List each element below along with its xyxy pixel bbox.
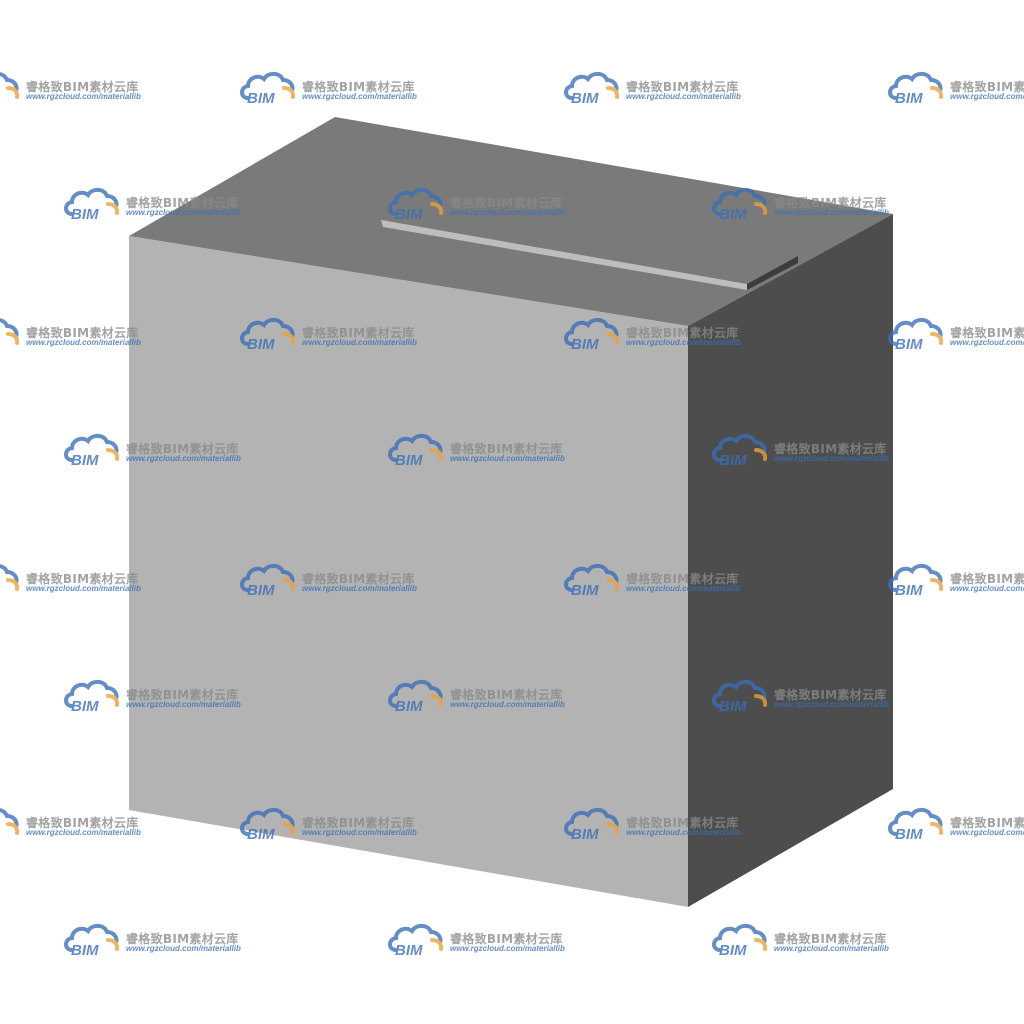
box-front-face xyxy=(129,236,688,907)
ballot-slot xyxy=(381,220,747,290)
box-side-face xyxy=(688,214,893,907)
box-top-face xyxy=(129,117,893,326)
ballot-slot-shadow xyxy=(747,256,798,290)
